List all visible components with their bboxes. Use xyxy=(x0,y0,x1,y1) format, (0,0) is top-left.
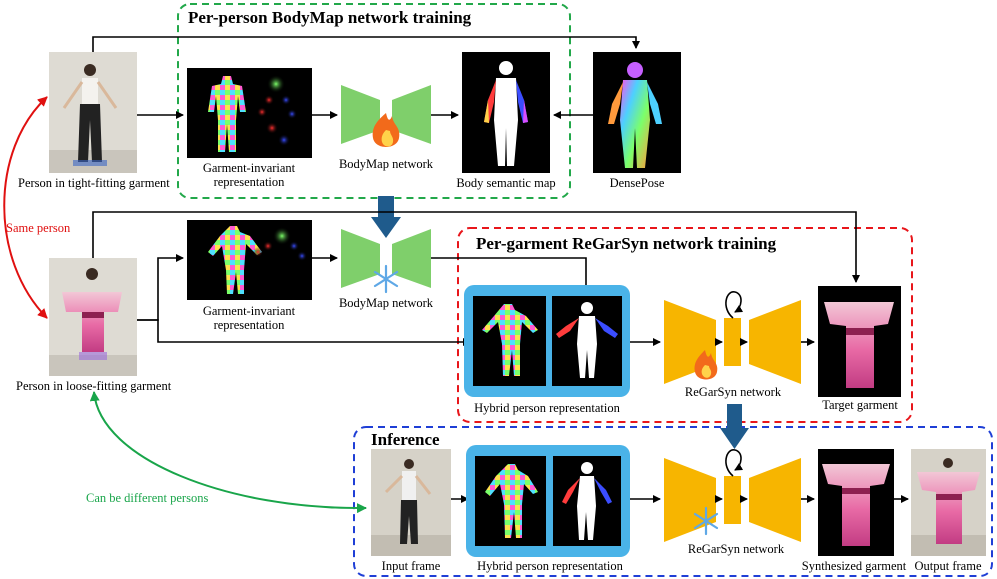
synthesized-garment xyxy=(818,449,894,556)
snowflake-icon xyxy=(373,264,399,294)
label-body-semantic-map: Body semantic map xyxy=(456,176,555,190)
bodymap-network-top xyxy=(341,85,431,147)
arrow-bodymap-to-hybrid xyxy=(431,257,590,293)
hybrid-rep-train xyxy=(464,285,630,397)
photo-person-tight xyxy=(49,52,137,173)
gi-representation-mid xyxy=(187,220,312,300)
snowflake-icon xyxy=(693,506,719,536)
loop-arrow-inf xyxy=(725,449,744,477)
label-hybrid-rep-train: Hybrid person representation xyxy=(474,401,621,415)
label-regarsyn-net-train: ReGarSyn network xyxy=(685,385,782,399)
same-person-arrow xyxy=(3,96,48,319)
transfer-weights-arrow-2 xyxy=(720,404,749,449)
body-semantic-map xyxy=(462,52,550,173)
arrow-loose-to-target xyxy=(92,211,860,283)
label-densepose: DensePose xyxy=(610,176,665,190)
input-frame xyxy=(371,449,451,556)
photo-person-loose xyxy=(49,258,137,376)
label-gi-rep-mid-2: representation xyxy=(214,318,286,332)
label-gi-rep-top-2: representation xyxy=(214,175,286,189)
regarsyn-network-inf xyxy=(664,449,801,542)
label-bodymap-net-mid: BodyMap network xyxy=(339,296,434,310)
target-garment xyxy=(818,286,901,397)
regarsyn-training-title: Per-garment ReGarSyn network training xyxy=(476,234,777,253)
label-synthesized-garment: Synthesized garment xyxy=(802,559,907,573)
regarsyn-training-box xyxy=(457,227,913,423)
label-regarsyn-net-inf: ReGarSyn network xyxy=(688,542,785,556)
bodymap-training-title: Per-person BodyMap network training xyxy=(188,8,472,27)
arrow-photo-to-densepose xyxy=(92,36,640,52)
label-gi-rep-mid-1: Garment-invariant xyxy=(203,304,296,318)
loop-arrow-train xyxy=(725,291,744,319)
bodymap-network-mid xyxy=(341,229,431,294)
arrow-loose-to-gi-mid xyxy=(137,254,184,321)
transfer-weights-arrow xyxy=(371,196,401,238)
label-target-garment: Target garment xyxy=(822,398,898,412)
regarsyn-network-train xyxy=(664,291,801,384)
arrow-loose-to-hybrid xyxy=(137,319,471,346)
label-same-person: Same person xyxy=(6,221,71,235)
fire-icon xyxy=(372,113,400,147)
hybrid-rep-inf xyxy=(466,445,630,557)
gi-representation-top xyxy=(187,68,312,158)
inference-title: Inference xyxy=(371,430,440,449)
label-bodymap-net-top: BodyMap network xyxy=(339,157,434,171)
label-person-tight: Person in tight-fitting garment xyxy=(18,176,170,190)
label-different-persons: Can be different persons xyxy=(86,491,208,505)
fire-icon xyxy=(694,350,718,380)
different-persons-arrow xyxy=(89,391,367,514)
densepose xyxy=(593,52,681,173)
label-input-frame: Input frame xyxy=(382,559,441,573)
label-gi-rep-top-1: Garment-invariant xyxy=(203,161,296,175)
label-hybrid-rep-inf: Hybrid person representation xyxy=(477,559,624,573)
label-person-loose: Person in loose-fitting garment xyxy=(16,379,172,393)
output-frame xyxy=(911,449,986,556)
inference-box xyxy=(353,426,993,577)
bodymap-training-box xyxy=(177,3,571,199)
label-output-frame: Output frame xyxy=(915,559,982,573)
